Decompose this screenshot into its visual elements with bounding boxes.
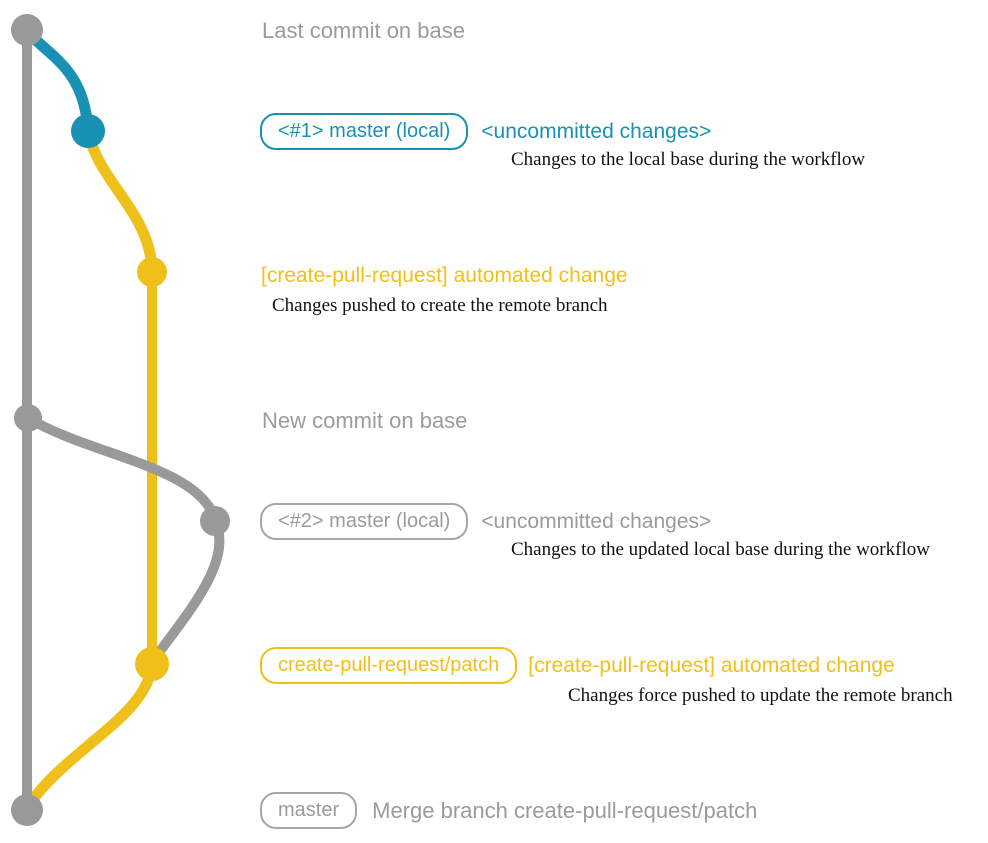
label-merge-branch: Merge branch create-pull-request/patch bbox=[372, 798, 758, 823]
label-automated-change-1: [create-pull-request] automated change bbox=[261, 264, 628, 287]
commit-node-merge bbox=[11, 794, 43, 826]
description-automated-change-2: Changes force pushed to update the remot… bbox=[568, 685, 953, 706]
branch-path-yellow-lower bbox=[22, 658, 158, 812]
row-merge: master Merge branch create-pull-request/… bbox=[260, 792, 757, 829]
commit-node-automated-change-1 bbox=[137, 257, 167, 287]
commit-node-automated-change-2 bbox=[135, 647, 169, 681]
branch-path-yellow-upper bbox=[82, 125, 158, 276]
note-uncommitted-changes-2: <uncommitted changes> bbox=[481, 509, 712, 533]
branch-path-gray-lower bbox=[148, 516, 225, 666]
branch-badge-master-local-1: <#1> master (local) bbox=[260, 113, 469, 150]
commit-node-new-commit-on-base bbox=[14, 404, 42, 432]
description-uncommitted-changes-1: Changes to the local base during the wor… bbox=[511, 149, 866, 170]
branch-badge-create-pull-request-patch: create-pull-request/patch bbox=[260, 647, 518, 684]
description-automated-change-1: Changes pushed to create the remote bran… bbox=[272, 295, 608, 316]
label-automated-change-2: [create-pull-request] automated change bbox=[528, 653, 895, 677]
branch-path-gray-upper bbox=[23, 413, 220, 524]
commit-graph bbox=[11, 14, 230, 826]
commit-node-last-commit-on-base bbox=[11, 14, 43, 46]
branch-badge-master-local-2: <#2> master (local) bbox=[260, 503, 469, 540]
row-master-local-1: <#1> master (local) <uncommitted changes… bbox=[260, 113, 711, 150]
row-master-local-2: <#2> master (local) <uncommitted changes… bbox=[260, 503, 711, 540]
branch-path-blue bbox=[21, 26, 94, 134]
commit-node-uncommitted-2 bbox=[200, 506, 230, 536]
commit-node-uncommitted-1 bbox=[71, 114, 105, 148]
label-new-commit-on-base: New commit on base bbox=[262, 408, 468, 433]
row-create-pull-request-patch: create-pull-request/patch [create-pull-r… bbox=[260, 647, 895, 684]
branch-badge-master: master bbox=[260, 792, 358, 829]
label-last-commit-on-base: Last commit on base bbox=[262, 18, 465, 43]
description-uncommitted-changes-2: Changes to the updated local base during… bbox=[511, 539, 930, 560]
note-uncommitted-changes-1: <uncommitted changes> bbox=[481, 119, 712, 143]
